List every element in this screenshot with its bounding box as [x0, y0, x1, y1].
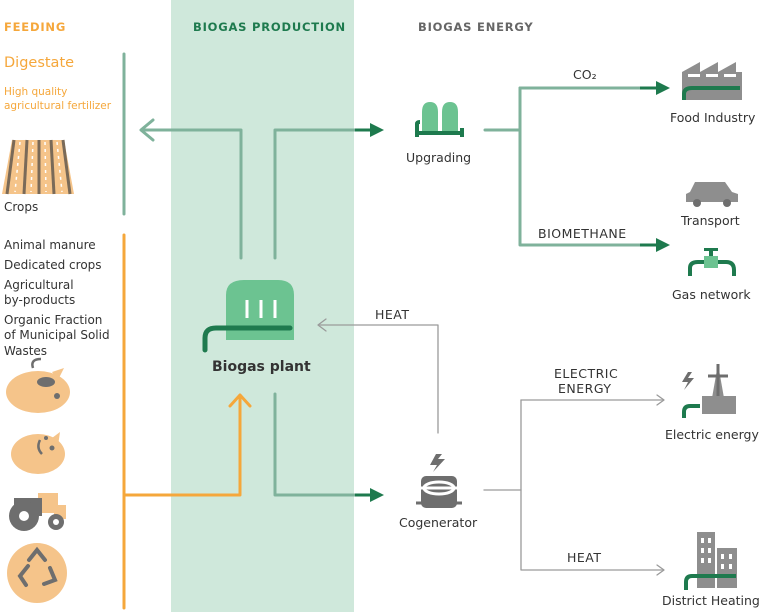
upgrading-icon: [415, 102, 464, 137]
biomethane-flow-label: BIOMETHANE: [538, 226, 627, 241]
production-header: BIOGAS PRODUCTION: [193, 20, 346, 34]
energy-header: BIOGAS ENERGY: [418, 20, 534, 34]
biogas-plant-icon: [202, 280, 294, 353]
feeding-arrow-head: [228, 393, 252, 408]
car-icon: [686, 182, 738, 207]
electric-energy-label: Electric energy: [665, 427, 759, 442]
plant-to-cogenerator-line: [273, 392, 364, 497]
input-wastes: Wastes: [4, 344, 48, 358]
heat-out-label: HEAT: [567, 550, 602, 565]
crops-field-icon: [2, 139, 74, 195]
heat-return-label: HEAT: [375, 307, 410, 322]
arrow-to-upgrading: [370, 123, 384, 137]
tractor-icon: [9, 493, 66, 531]
feeding-flow-line: [122, 395, 242, 497]
district-heating-label: District Heating: [662, 593, 760, 608]
cow-icon: [6, 357, 70, 413]
heat-out-line: [520, 399, 663, 571]
arrow-to-cogenerator: [370, 488, 384, 502]
gas-network-label: Gas network: [672, 287, 751, 302]
biomethane-flow-line: [518, 86, 644, 247]
electric-flow-label-1: ELECTRIC: [554, 366, 619, 381]
power-pylon-icon: [682, 364, 736, 418]
digestate-subtitle-2: agricultural fertilizer: [4, 100, 112, 112]
cogenerator-label: Cogenerator: [399, 515, 478, 530]
biogas-plant-label: Biogas plant: [212, 359, 311, 375]
feeding-header: FEEDING: [4, 20, 67, 34]
input-organic-fraction: Organic Fraction: [4, 313, 103, 327]
arrow-to-gas-network: [656, 238, 670, 252]
digestate-subtitle-1: High quality: [4, 86, 68, 98]
co2-flow-label: CO₂: [573, 67, 597, 82]
gas-tap-icon: [688, 248, 736, 276]
plant-to-upgrading-line: [273, 128, 364, 260]
pig-icon: [11, 432, 65, 474]
recycling-icon: [7, 543, 67, 603]
arrow-to-food-industry: [656, 81, 670, 95]
heat-return-line: [319, 324, 439, 434]
crops-label: Crops: [4, 200, 39, 214]
input-municipal-solid: of Municipal Solid: [4, 328, 110, 342]
transport-label: Transport: [681, 213, 740, 228]
input-dedicated-crops: Dedicated crops: [4, 258, 102, 272]
factory-icon: [682, 62, 742, 100]
upgrading-label: Upgrading: [406, 150, 472, 165]
input-animal-manure: Animal manure: [4, 238, 96, 252]
digestate-arrow-head: [139, 118, 155, 142]
digestate-title: Digestate: [4, 55, 75, 71]
input-by-products: by-products: [4, 293, 76, 307]
digestate-flow-line: [140, 128, 243, 260]
input-agricultural: Agricultural: [4, 278, 74, 292]
district-heating-icon: [684, 532, 737, 590]
electric-flow-label-2: ENERGY: [558, 381, 612, 396]
food-industry-label: Food Industry: [670, 110, 756, 125]
cogenerator-icon: [416, 454, 462, 508]
